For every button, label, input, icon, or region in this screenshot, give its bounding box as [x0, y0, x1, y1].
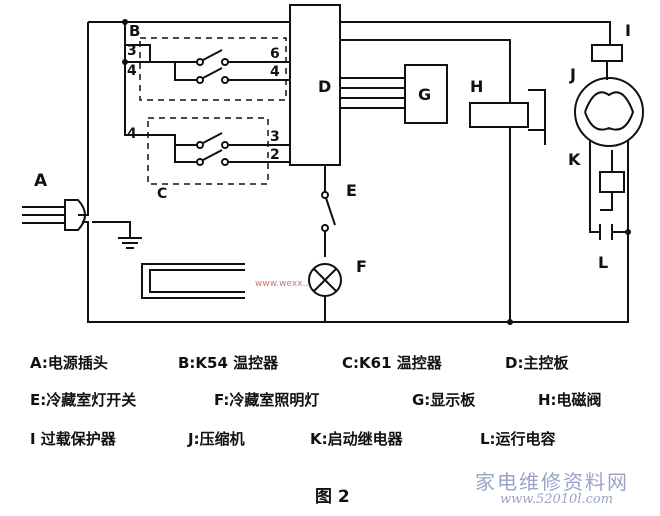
wire-bottom [87, 232, 629, 323]
contact [221, 76, 229, 84]
junction [122, 59, 128, 65]
legend-d: D:主控板 [505, 354, 569, 372]
terminal-b6: 6 [270, 46, 280, 62]
terminal-b3: 3 [127, 43, 137, 59]
label-g: G [418, 85, 431, 104]
run-capacitor-l [599, 224, 613, 240]
legend-e: E:冷藏室灯开关 [30, 391, 137, 409]
compressor-j [574, 77, 644, 147]
terminal-c2: 2 [270, 147, 280, 163]
label-e: E [346, 181, 357, 200]
junction [122, 19, 128, 25]
wire-d-g [340, 77, 405, 109]
heater-element [141, 263, 245, 299]
main-board-d [289, 4, 341, 166]
legend-j: J:压缩机 [188, 430, 245, 448]
contact [196, 58, 204, 66]
junction [507, 319, 513, 325]
power-plug-a [64, 199, 86, 231]
terminal-c4: 4 [127, 126, 137, 142]
lamp-cross [313, 268, 337, 292]
overload-protector-i [591, 44, 623, 62]
label-d: D [318, 77, 331, 96]
label-a: A [34, 171, 48, 191]
label-h: H [470, 77, 483, 96]
start-relay-k [599, 171, 625, 193]
wire-j-k [589, 140, 629, 233]
legend-l: L:运行电容 [480, 430, 556, 448]
label-k: K [568, 150, 581, 169]
terminal-b4r: 4 [270, 64, 280, 80]
legend-c: C:K61 温控器 [342, 354, 442, 372]
display-board-g [404, 64, 448, 124]
wire-top [125, 21, 611, 45]
thermostat-b-box [139, 37, 287, 101]
solenoid-valve [528, 89, 546, 145]
thermostat-c-box [147, 117, 269, 185]
legend-a: A:电源插头 [30, 354, 108, 372]
terminal-c3: 3 [270, 129, 280, 145]
watermark-small: www.wexx.. [255, 279, 308, 289]
plug-prongs [22, 206, 65, 224]
compressor-winding [584, 91, 635, 131]
contact-blade [202, 49, 223, 161]
label-f: F [356, 257, 367, 276]
label-c: C [157, 186, 167, 202]
label-i: I [625, 21, 631, 40]
junction [625, 229, 631, 235]
legend-h: H:电磁阀 [538, 391, 602, 409]
contact [321, 191, 329, 199]
solenoid-coil-h [469, 102, 529, 128]
legend-f: F:冷藏室照明灯 [214, 391, 320, 409]
wire-c4 [124, 128, 290, 146]
contact [196, 76, 204, 84]
wire-b3 [125, 61, 290, 81]
contact [321, 224, 329, 232]
contact [221, 58, 229, 66]
legend-i: I 过载保护器 [30, 430, 116, 448]
watermark-url: www.52010l.com [500, 492, 614, 507]
legend-b: B:K54 温控器 [178, 354, 279, 372]
contact [196, 158, 204, 166]
legend-g: G:显示板 [412, 391, 476, 409]
relay-wires [600, 150, 613, 211]
label-l: L [598, 253, 608, 272]
wire-b-top [125, 44, 151, 62]
switch-e [324, 194, 336, 226]
ground-symbol [92, 221, 142, 249]
legend-k: K:启动继电器 [310, 430, 403, 448]
label-j: J [569, 65, 576, 84]
label-b: B [129, 22, 140, 40]
contact [221, 158, 229, 166]
figure-caption: 图 2 [315, 487, 350, 507]
circuit-diagram: A B C D E F G H I J K L 3 4 6 4 4 3 2 ww… [22, 4, 644, 325]
terminal-b4: 4 [127, 63, 137, 79]
watermark-title: 家电维修资料网 [475, 470, 629, 494]
contact [221, 141, 229, 149]
wire-d-h [340, 39, 511, 322]
plug-wires [78, 205, 89, 250]
wire-c2 [174, 145, 290, 163]
contact [196, 141, 204, 149]
